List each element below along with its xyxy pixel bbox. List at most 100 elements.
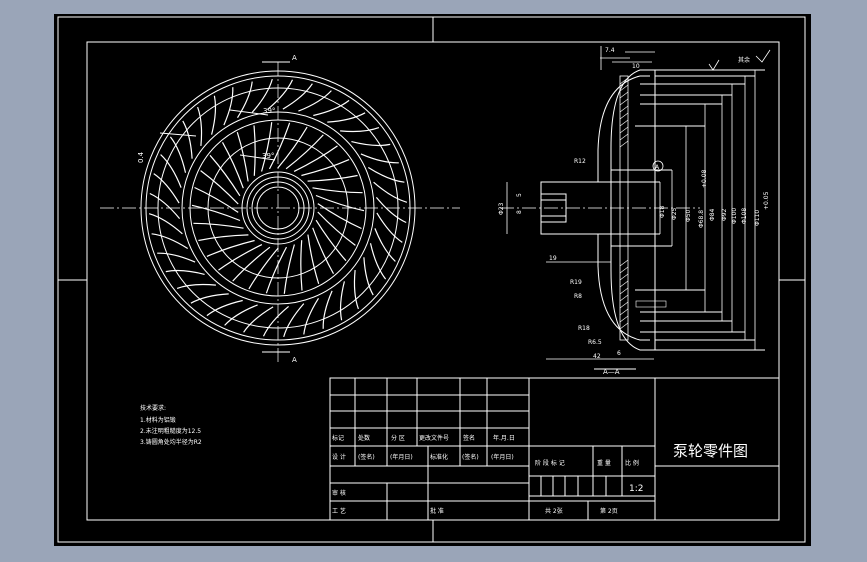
sheet-total: 共 2张	[545, 507, 563, 515]
thickness-label: 0.4	[137, 151, 145, 163]
hatch-line	[619, 259, 629, 267]
blade-line	[301, 159, 350, 177]
tb-approve: 批 准	[430, 507, 444, 515]
blade-line	[374, 228, 396, 262]
dim-d50: Φ50	[685, 209, 692, 222]
blade-line	[367, 166, 405, 183]
blade-line	[206, 239, 255, 257]
section-view	[500, 46, 771, 370]
centering-marks	[58, 17, 805, 542]
blade-line	[353, 270, 359, 310]
section-label: A—A	[603, 368, 620, 376]
tb-count: 处数	[358, 434, 370, 442]
tb-review: 审 核	[332, 489, 346, 497]
blade-line	[307, 174, 358, 182]
blade-line	[285, 134, 324, 170]
blade-line	[157, 252, 196, 263]
blade-line	[303, 297, 320, 335]
blade-line	[182, 120, 193, 159]
blade-line	[221, 142, 244, 189]
tb-mark: 标记	[332, 434, 344, 442]
hatch-line	[619, 84, 629, 92]
dim-6: 6	[617, 350, 621, 357]
tb-design-date: (年月日)	[390, 453, 413, 461]
hatch-line	[619, 77, 629, 85]
hatch-line	[619, 280, 629, 288]
blade-line	[268, 122, 291, 170]
blade-line	[313, 99, 350, 117]
angle-label-outer: 39°	[263, 107, 275, 115]
section-mark-top: A	[292, 54, 297, 62]
hatch-line	[619, 126, 629, 134]
blade-line	[327, 112, 366, 123]
tb-sign: 签名	[463, 434, 475, 442]
blade-line	[224, 304, 258, 326]
blade-line	[243, 306, 274, 333]
blade-line	[265, 246, 288, 294]
hatch-line	[619, 301, 629, 309]
hatch-line	[619, 322, 629, 330]
notes-heading: 技术要求:	[140, 404, 166, 412]
blade-line	[360, 153, 399, 164]
hatch-line	[619, 98, 629, 106]
notes-line-2: 2.未注明粗糙度为12.5	[140, 427, 201, 435]
blade-line	[300, 240, 303, 291]
blade-line	[211, 95, 217, 135]
blade-line	[200, 170, 239, 205]
tb-standard-date: (年月日)	[491, 453, 514, 461]
roughness-note: 其余	[738, 56, 750, 64]
blade-line	[262, 305, 289, 337]
blade-line	[223, 87, 234, 126]
title-block	[329, 377, 780, 521]
dim-d18: Φ18	[659, 205, 666, 218]
blade-line	[282, 83, 313, 110]
dim-19: 19	[549, 255, 557, 262]
blade-line	[317, 211, 356, 246]
blade-line	[373, 181, 408, 203]
blade-line	[277, 126, 308, 169]
blade-line	[261, 122, 273, 172]
dim-42: 42	[593, 353, 601, 360]
outer-blades	[148, 78, 408, 338]
blade-line	[198, 234, 249, 242]
dim-r6-5: R6.5	[588, 339, 602, 346]
blade-line	[283, 303, 305, 338]
hatch-line	[619, 133, 629, 141]
tb-change-doc: 更改文件号	[419, 434, 449, 442]
blade-line	[351, 141, 391, 147]
hatch-line	[619, 266, 629, 274]
hatch-line	[619, 91, 629, 99]
blade-line	[307, 234, 320, 284]
dim-d108: Φ108	[741, 208, 748, 224]
sheet-number: 第 2页	[600, 507, 618, 515]
blade-line	[236, 81, 253, 119]
blade-line	[232, 246, 271, 282]
blade-line	[248, 247, 279, 290]
hatch-line	[619, 273, 629, 281]
dim-d110: Φ110	[754, 210, 761, 226]
blade-line	[363, 257, 374, 296]
blade-line	[251, 78, 273, 113]
blade-line	[315, 219, 347, 262]
dim-d23: Φ23	[498, 202, 505, 215]
blade-line	[153, 173, 180, 204]
hatch-line	[619, 308, 629, 316]
blade-line	[298, 90, 332, 112]
hatch-line	[619, 105, 629, 113]
dim-d68-8: Φ68.8	[698, 210, 705, 228]
dim-5: 5	[516, 193, 523, 197]
scale-value: 1:2	[629, 484, 643, 494]
technical-notes: 技术要求: 1.材料为铝锻 2.未注明粗糙度为12.5 3.铸圆角处均半径为R2	[140, 404, 202, 446]
blade-line	[312, 227, 335, 274]
hatch-line	[619, 315, 629, 323]
tb-standard-sign: (签名)	[462, 453, 479, 461]
tb-zone: 分 区	[391, 434, 405, 442]
blade-line	[253, 125, 256, 176]
blade-line	[209, 154, 241, 197]
tb-weight: 重 量	[597, 459, 611, 467]
blade-line	[312, 187, 363, 194]
drawing-background	[54, 14, 811, 546]
dim-tolerance-2: +0.08	[701, 169, 708, 188]
tb-design: 设 计	[332, 453, 346, 461]
